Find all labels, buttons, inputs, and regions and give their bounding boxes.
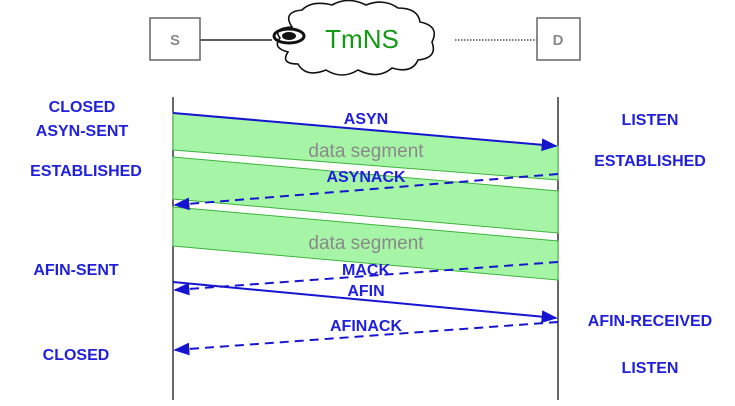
- network-label: TmNS: [325, 24, 399, 54]
- asynack-arrow: [173, 173, 559, 211]
- afinack-label: AFINACK: [330, 318, 402, 335]
- asyn-arrow: [172, 112, 558, 152]
- network-cloud: [276, 0, 436, 76]
- data-segment-band: [172, 206, 559, 281]
- data-segment-label: data segment: [308, 141, 424, 162]
- destination-node-label: D: [553, 32, 564, 49]
- afinack-arrow: [173, 321, 559, 356]
- data-segment-bands: [172, 112, 559, 281]
- afin-arrow: [172, 281, 558, 324]
- mack-label: MACK: [342, 262, 390, 279]
- cloud-link-ellipse-outer: [272, 27, 306, 45]
- left-state-label: CLOSED: [43, 347, 110, 364]
- asyn-label: ASYN: [344, 111, 388, 128]
- topology: S D TmNS: [149, 0, 581, 76]
- right-state-label: LISTEN: [622, 112, 679, 129]
- cloud-link-ellipse-inner: [282, 32, 296, 40]
- data-segment-band: [172, 156, 559, 234]
- source-node-box: [149, 17, 201, 61]
- asynack-label: ASYNACK: [326, 169, 406, 186]
- right-state-label: AFIN-RECEIVED: [588, 313, 712, 330]
- destination-node-box: [536, 17, 581, 61]
- left-state-label: ESTABLISHED: [30, 163, 142, 180]
- right-state-label: LISTEN: [622, 360, 679, 377]
- source-node-label: S: [170, 32, 180, 49]
- left-state-label: AFIN-SENT: [33, 262, 119, 279]
- right-state-label: ESTABLISHED: [594, 153, 706, 170]
- data-segment-label: data segment: [308, 233, 424, 254]
- afin-label: AFIN: [347, 283, 384, 300]
- mack-arrow: [173, 261, 559, 296]
- left-state-label: CLOSED: [49, 99, 116, 116]
- left-state-label: ASYN-SENT: [36, 123, 129, 140]
